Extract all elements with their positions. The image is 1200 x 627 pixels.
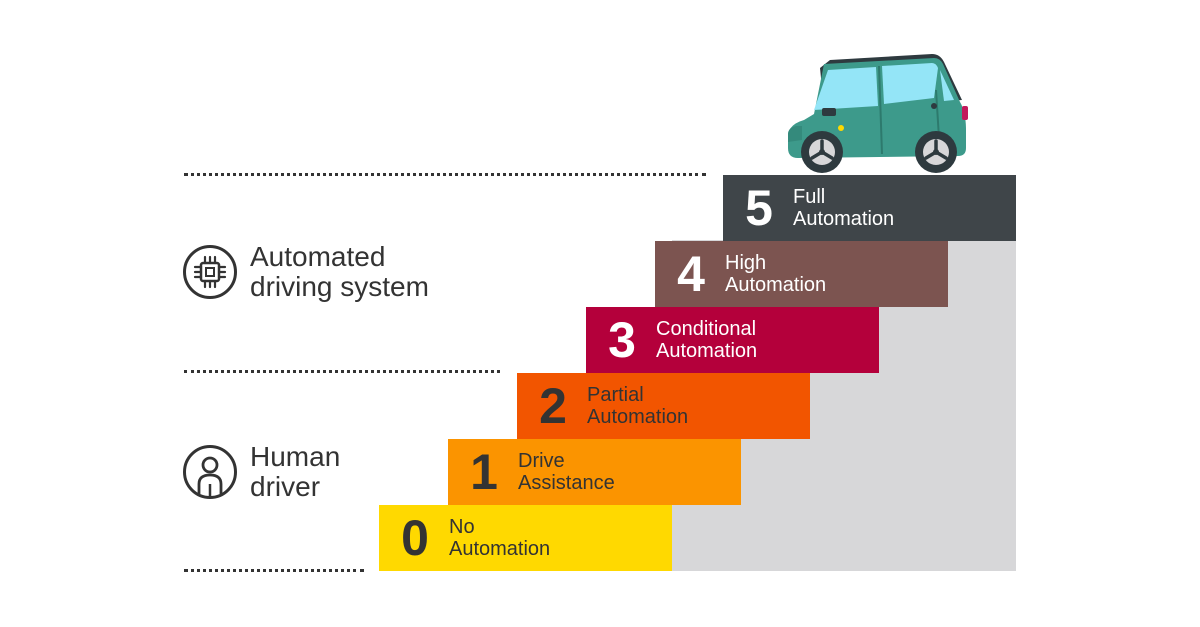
level-2-step: 2 Partial Automation (517, 373, 810, 439)
car-icon (788, 54, 968, 173)
level-number: 2 (539, 378, 567, 434)
level-0-step: 0 No Automation (379, 505, 672, 571)
level-number: 3 (608, 312, 636, 368)
separator-top (184, 173, 706, 176)
human-driver-group: Human driver (182, 442, 340, 502)
level-4-step: 4 High Automation (655, 241, 948, 307)
level-label: Full Automation (793, 186, 895, 230)
separator-middle (184, 370, 500, 373)
separator-bottom (184, 569, 364, 572)
level-5-step: 5 Full Automation (723, 175, 1016, 241)
level-label: No Automation (449, 516, 551, 560)
level-number: 0 (401, 510, 429, 566)
automated-driving-label: Automated driving system (250, 241, 429, 302)
level-number: 1 (470, 444, 498, 500)
level-label: High Automation (725, 252, 827, 296)
level-label: Partial Automation (587, 384, 689, 428)
human-driver-label: Human driver (250, 441, 341, 502)
level-1-step: 1 Drive Assistance (448, 439, 741, 505)
chip-icon (183, 245, 237, 299)
person-icon (183, 445, 237, 499)
level-label: Drive Assistance (518, 450, 615, 494)
level-number: 4 (677, 246, 705, 302)
automated-driving-group: Automated driving system (182, 242, 429, 302)
level-3-step: 3 Conditional Automation (586, 307, 879, 373)
rear-wheel (915, 131, 957, 173)
level-number: 5 (745, 180, 773, 236)
level-label: Conditional Automation (656, 318, 758, 362)
front-wheel (801, 131, 843, 173)
